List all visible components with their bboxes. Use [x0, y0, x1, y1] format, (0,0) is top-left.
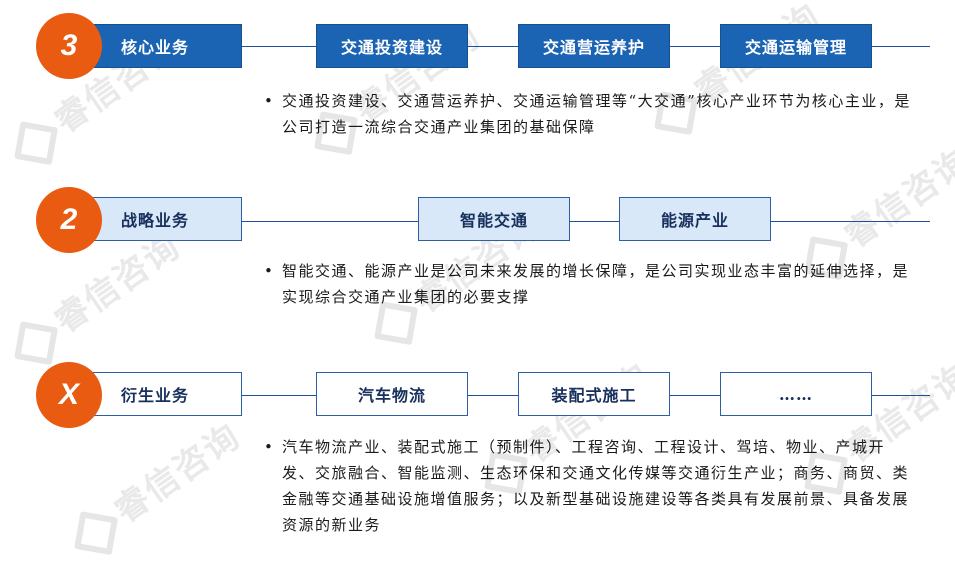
tier-marker: 3 — [36, 13, 102, 79]
category-box: 核心业务 — [92, 24, 242, 68]
tier-description: • 智能交通、能源产业是公司未来发展的增长保障，是公司实现业态丰富的延伸选择，是… — [264, 258, 912, 310]
item-box: 汽车物流 — [316, 372, 468, 416]
connector-line — [240, 221, 930, 222]
category-box: 战略业务 — [92, 197, 242, 241]
watermark: 睿信咨询 — [63, 409, 248, 559]
description-text: 汽车物流产业、装配式施工（预制件）、工程咨询、工程设计、驾培、物业、产城开发、交… — [282, 438, 910, 534]
watermark: 睿信咨询 — [3, 219, 188, 369]
item-box: 交通运输管理 — [720, 24, 872, 68]
bullet: • — [264, 438, 275, 456]
watermark-logo-icon — [13, 120, 58, 165]
tier-description: • 汽车物流产业、装配式施工（预制件）、工程咨询、工程设计、驾培、物业、产城开发… — [264, 434, 912, 538]
tier-marker: X — [36, 362, 102, 428]
item-box: 交通营运养护 — [518, 24, 670, 68]
item-box: 能源产业 — [619, 197, 771, 241]
description-text: 交通投资建设、交通营运养护、交通运输管理等“大交通”核心产业环节为核心主业，是公… — [282, 92, 911, 136]
description-text: 智能交通、能源产业是公司未来发展的增长保障，是公司实现业态丰富的延伸选择，是实现… — [282, 262, 910, 306]
tier-description: • 交通投资建设、交通营运养护、交通运输管理等“大交通”核心产业环节为核心主业，… — [264, 88, 912, 140]
tier-marker: 2 — [36, 187, 102, 253]
item-box: 智能交通 — [418, 197, 570, 241]
bullet: • — [264, 262, 275, 280]
item-box: 装配式施工 — [518, 372, 670, 416]
watermark-logo-icon — [73, 510, 118, 555]
bullet: • — [264, 92, 275, 110]
item-box: …… — [720, 372, 872, 416]
category-box: 衍生业务 — [92, 372, 242, 416]
watermark-logo-icon — [13, 320, 58, 365]
item-box: 交通投资建设 — [316, 24, 468, 68]
